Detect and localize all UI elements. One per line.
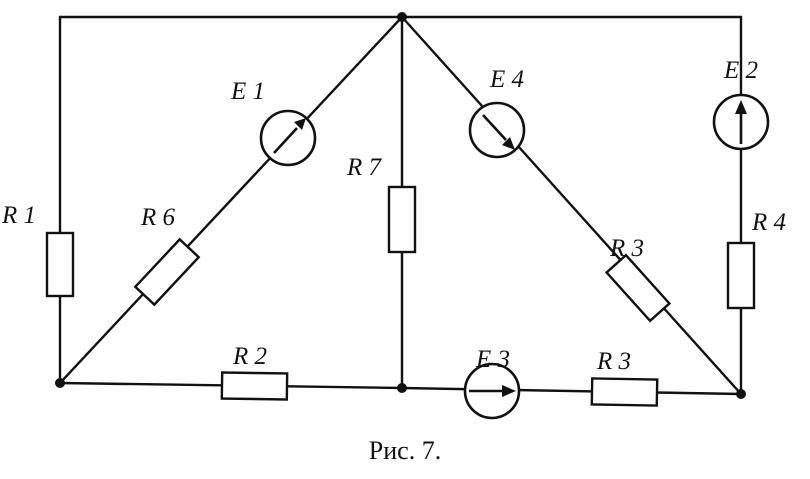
component-labels: R 1 R 6 E 1 R 7 E 4 E 2 R 4 R 3 R 2 E 3 … (1, 57, 786, 375)
label-e3: E 3 (475, 346, 510, 373)
resistor-r4 (726, 241, 756, 310)
source-e4 (468, 101, 526, 159)
label-r2: R 2 (232, 343, 267, 370)
resistor-r3-diagonal (604, 253, 672, 323)
label-r3-bottom: R 3 (596, 348, 631, 375)
label-e2: E 2 (723, 57, 758, 84)
resistor-r6 (133, 237, 201, 307)
label-r3-diagonal: R 3 (609, 235, 644, 262)
nodes (55, 12, 746, 399)
source-e1 (259, 109, 317, 167)
source-e3 (463, 362, 521, 420)
resistor-r7 (387, 185, 417, 254)
label-r4: R 4 (751, 209, 786, 236)
node-bottom-right (736, 389, 746, 399)
resistor-r1 (45, 231, 75, 298)
label-r6: R 6 (140, 204, 176, 231)
resistor-r2 (220, 371, 289, 401)
figure-caption: Рис. 7. (368, 436, 442, 465)
source-e2 (712, 93, 770, 151)
node-bottom-left (55, 378, 65, 388)
wire-right-diagonal (400, 15, 743, 396)
label-r7: R 7 (346, 154, 383, 181)
label-e4: E 4 (489, 66, 524, 93)
node-bottom-middle (397, 383, 407, 393)
sources (259, 93, 770, 420)
resistors (45, 185, 756, 407)
resistor-r3-bottom (590, 377, 659, 407)
wire-left-diagonal (58, 15, 404, 385)
label-e1: E 1 (230, 78, 265, 105)
node-top (397, 12, 407, 22)
label-r1: R 1 (1, 202, 36, 229)
